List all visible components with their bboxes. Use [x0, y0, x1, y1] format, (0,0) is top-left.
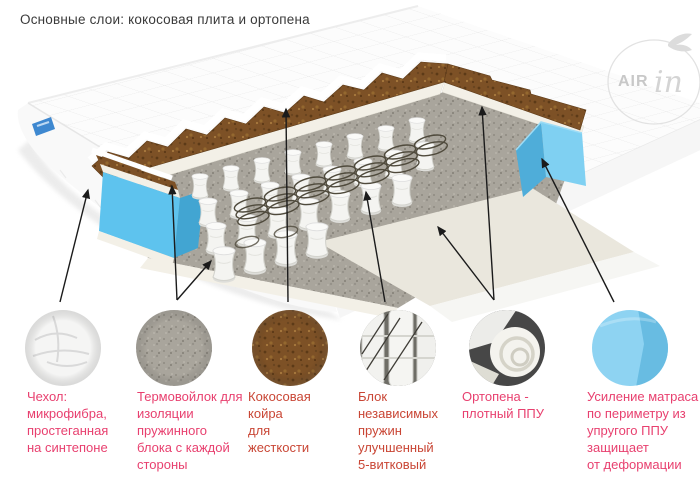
- coir-layer: [91, 61, 449, 181]
- watermark-script: in: [654, 65, 683, 100]
- arrow-orthopena-base: [437, 225, 495, 301]
- swatch-quilted-cover: [25, 310, 101, 386]
- page-title: Основные слои: кокосовая плита и ортопен…: [20, 12, 310, 27]
- legend-label-springs: Блок независимых пружин улучшенный 5-вит…: [358, 389, 439, 472]
- watermark: AIR in: [607, 33, 700, 125]
- arrow-felt-bottom: [176, 259, 212, 301]
- brand-tag: [32, 117, 55, 136]
- arrow-coir: [281, 107, 291, 303]
- spring-coils: [233, 134, 448, 249]
- arrow-orthopena-top: [478, 105, 495, 301]
- arrow-felt-top: [168, 184, 178, 301]
- arrow-springs: [363, 190, 386, 303]
- legend-label-felt: Термовойлок для изоляции пружинного блок…: [137, 389, 243, 472]
- legend-label-cover: Чехол: микрофибра, простеганная на синте…: [27, 389, 109, 455]
- perimeter-foam-right: [515, 121, 586, 197]
- swatch-coconut-coir: [252, 310, 328, 386]
- perimeter-foam-left: [99, 172, 180, 258]
- swatch-pocket-springs: [360, 310, 436, 386]
- swatch-orthopena-foam: [469, 310, 545, 386]
- arrow-cover: [59, 188, 91, 303]
- watermark-bird-icon: [668, 33, 692, 52]
- swatch-thermo-felt: [136, 310, 212, 386]
- legend-label-orthopena: Ортопена - плотный ППУ: [462, 389, 545, 421]
- legend-label-coir: Кокосовая койра для жесткости: [248, 389, 311, 455]
- swatch-perimeter-foam: [592, 310, 668, 386]
- spring-block: [191, 117, 448, 284]
- watermark-text: AIR: [618, 73, 649, 90]
- arrow-perimeter-foam: [541, 157, 615, 303]
- legend-label-perimeter: Усиление матраса по периметру из упругог…: [587, 389, 699, 472]
- pointer-arrows: [59, 105, 615, 303]
- orthopena-base-layer: [318, 188, 634, 306]
